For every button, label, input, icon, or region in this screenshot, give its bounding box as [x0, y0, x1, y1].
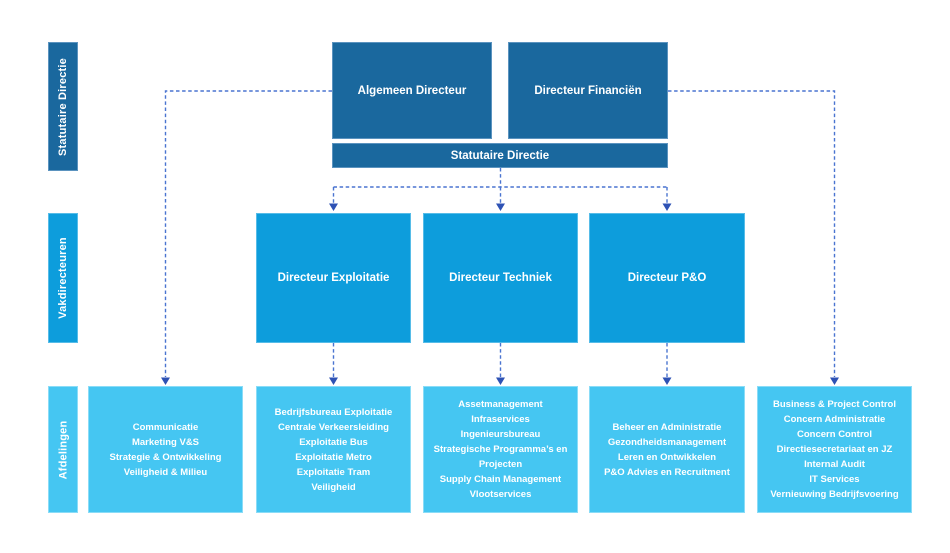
dept-line: Supply Chain Management — [439, 474, 562, 485]
dept-line: Exploitatie Bus — [299, 436, 368, 448]
dept-line: Veiligheid & Milieu — [123, 466, 208, 478]
dept-line: P&O Advies en Recruitment — [604, 466, 730, 478]
dept-line: Internal Audit — [804, 459, 865, 470]
lane-label-text: Vakdirecteuren — [57, 237, 69, 319]
node-label: Algemeen Directeur — [357, 84, 467, 97]
dept-line: Beheer en Administratie — [612, 421, 722, 433]
dept-line: Exploitatie Tram — [296, 466, 371, 478]
lane-label-statutaire-directie: Statutaire Directie — [48, 42, 78, 171]
dept-line: Veiligheid — [311, 481, 356, 493]
arrow-icon — [329, 203, 338, 211]
dept-line: Directiesecretariaat en JZ — [776, 444, 893, 455]
node-label: Directeur Techniek — [449, 272, 552, 284]
node-label: Directeur Financiën — [534, 84, 642, 97]
node-directeur-pno: Directeur P&O — [589, 213, 745, 343]
arrow-icon — [496, 203, 505, 211]
dept-line: Vlootservices — [469, 489, 532, 500]
dept-line: Ingenieursbureau — [460, 429, 541, 440]
node-algemeen-directeur: Algemeen Directeur — [332, 42, 492, 139]
banner-label: Statutaire Directie — [450, 149, 550, 162]
arrow-icon — [830, 377, 839, 385]
node-dept-staf-algemeen: Communicatie Marketing V&S Strategie & O… — [88, 386, 243, 513]
banner-statutaire-directie: Statutaire Directie — [332, 143, 668, 168]
node-directeur-exploitatie: Directeur Exploitatie — [256, 213, 411, 343]
lane-label-vakdirecteuren: Vakdirecteuren — [48, 213, 78, 343]
node-directeur-financien: Directeur Financiën — [508, 42, 668, 139]
arrow-icon — [329, 377, 338, 385]
dept-line: IT Services — [809, 474, 860, 485]
dept-line: Gezondheidsmanagement — [607, 436, 727, 448]
dept-line: Strategische Programma’s en Projecten — [433, 444, 568, 470]
node-dept-techniek: Assetmanagement Infraservices Ingenieurs… — [423, 386, 578, 513]
lane-label-text: Statutaire Directie — [57, 57, 70, 156]
dept-line: Vernieuwing Bedrijfsvoering — [770, 489, 899, 500]
dept-line: Communicatie — [132, 421, 199, 433]
lane-label-text: Afdelingen — [57, 420, 69, 479]
arrow-icon — [496, 377, 505, 385]
node-dept-financien-staf: Business & Project Control Concern Admin… — [757, 386, 912, 513]
dept-line: Concern Administratie — [783, 414, 886, 425]
lane-label-afdelingen: Afdelingen — [48, 386, 78, 513]
dept-line: Business & Project Control — [773, 399, 896, 410]
dept-line: Bedrijfsbureau Exploitatie — [274, 406, 393, 418]
node-label: Directeur Exploitatie — [277, 272, 390, 284]
dept-line: Infraservices — [471, 414, 530, 425]
arrow-icon — [662, 377, 672, 385]
arrow-icon — [161, 377, 170, 385]
dept-line: Marketing V&S — [131, 436, 200, 448]
dept-line: Centrale Verkeersleiding — [278, 421, 389, 433]
node-directeur-techniek: Directeur Techniek — [423, 213, 578, 343]
node-dept-exploitatie: Bedrijfsbureau Exploitatie Centrale Verk… — [256, 386, 411, 513]
dept-line: Strategie & Ontwikkeling — [109, 451, 222, 463]
node-dept-pno: Beheer en Administratie Gezondheidsmanag… — [589, 386, 745, 513]
dept-line: Leren en Ontwikkelen — [617, 451, 717, 463]
dept-line: Assetmanagement — [458, 399, 543, 410]
arrow-icon — [662, 203, 672, 211]
dept-line: Exploitatie Metro — [295, 451, 372, 463]
node-label: Directeur P&O — [627, 272, 707, 284]
dept-line: Concern Control — [797, 429, 872, 440]
